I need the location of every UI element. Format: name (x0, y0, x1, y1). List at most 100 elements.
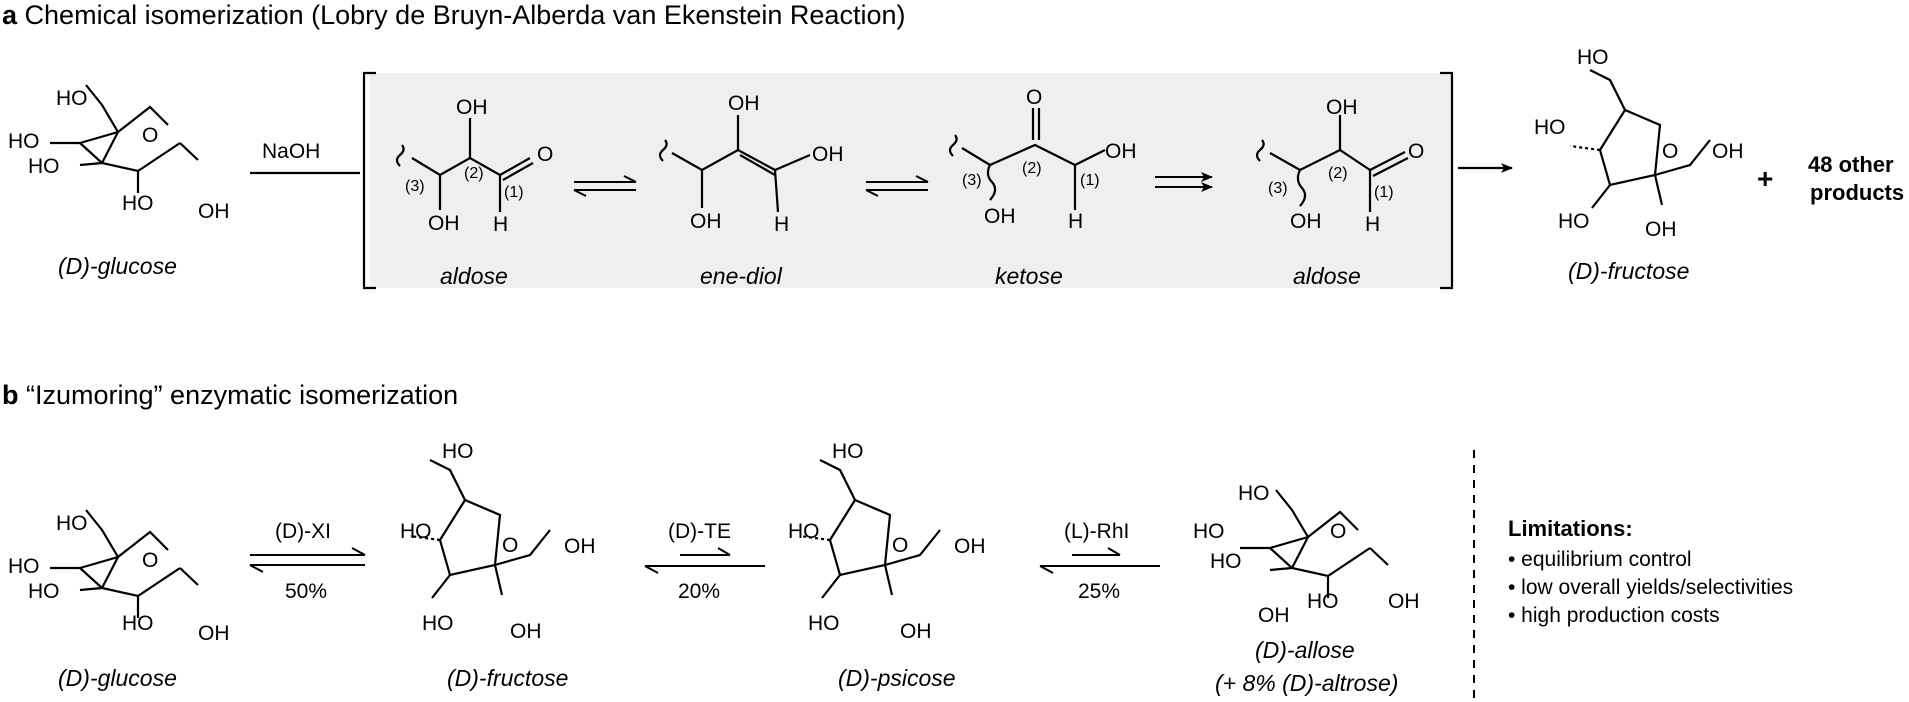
atom-label: O (502, 534, 519, 557)
ketose-label: ketose (995, 263, 1063, 289)
atom-label: OH (1388, 590, 1420, 613)
equilibrium-arrow-xi (249, 547, 366, 573)
plus-sign: + (1757, 163, 1774, 194)
reagent-naoh: NaOH (262, 140, 321, 163)
atom-label: OH (1290, 210, 1322, 233)
atom-label: OH (428, 212, 460, 235)
ketose-structure (948, 108, 1106, 210)
panel-b-header: b “Izumoring” enzymatic isomerization (2, 380, 458, 411)
allose-name: (D)-allose (1255, 637, 1355, 663)
intermediate-box (370, 73, 1452, 288)
enzyme-rhi: (L)-RhI (1064, 520, 1130, 543)
other-products-line1: 48 other (1808, 152, 1894, 177)
atom-label: HO (1238, 482, 1270, 505)
atom-label: HO (1534, 116, 1566, 139)
limitation-item: • equilibrium control (1508, 548, 1692, 571)
atom-label: HO (56, 87, 88, 110)
equilibrium-arrow-rhi (1039, 547, 1160, 574)
atom-label: HO (1558, 210, 1590, 233)
glucose-name-b: (D)-glucose (58, 665, 177, 691)
atom-label: O (1330, 520, 1347, 543)
altrose-note: (+ 8% (D)-altrose) (1215, 670, 1399, 696)
position-3: (3) (405, 178, 425, 195)
atom-label: HO (788, 520, 820, 543)
atom-label: OH (984, 205, 1016, 228)
position-1: (1) (1080, 172, 1100, 189)
atom-label: HO (832, 440, 864, 463)
aldose-structure-2 (1255, 115, 1409, 212)
atom-label: HO (1577, 46, 1609, 69)
limitation-item: • low overall yields/selectivities (1508, 576, 1794, 599)
atom-label: HO (422, 612, 454, 635)
atom-label: O (142, 549, 159, 572)
fructose-name-b: (D)-fructose (447, 665, 569, 691)
psicose-structure (798, 458, 942, 600)
atom-label: OH (1712, 140, 1744, 163)
atom-label: OH (900, 620, 932, 643)
right-bracket (1440, 71, 1454, 290)
fructose-name-a: (D)-fructose (1568, 258, 1690, 284)
atom-label: OH (1258, 604, 1290, 627)
atom-label: H (774, 213, 790, 236)
position-2: (2) (1328, 165, 1348, 182)
yield-rhi: 25% (1078, 580, 1121, 603)
limitation-item: • high production costs (1508, 604, 1720, 627)
atom-label: HO (8, 555, 40, 578)
atom-label: OH (564, 535, 596, 558)
panel-b-letter: b (2, 380, 19, 410)
atom-label: H (1068, 210, 1084, 233)
equilibrium-arrow-1 (573, 175, 637, 197)
atom-label: HO (400, 520, 432, 543)
aldose-structure-1 (395, 118, 534, 212)
atom-label: OH (198, 622, 230, 645)
enzyme-te: (D)-TE (668, 520, 731, 543)
yield-te: 20% (678, 580, 721, 603)
atom-label: OH (1326, 96, 1358, 119)
left-bracket (362, 71, 376, 290)
panel-a-header: a Chemical isomerization (Lobry de Bruyn… (2, 0, 905, 31)
panel-a-title: Chemical isomerization (Lobry de Bruyn-A… (24, 0, 906, 30)
atom-label: HO (1210, 550, 1242, 573)
atom-label: HO (122, 612, 154, 635)
atom-label: HO (56, 512, 88, 535)
atom-label: HO (442, 440, 474, 463)
glucose-name-a: (D)-glucose (58, 253, 177, 279)
atom-label: O (892, 534, 909, 557)
atom-label: HO (1193, 520, 1225, 543)
atom-label: OH (812, 143, 844, 166)
position-1: (1) (1374, 184, 1394, 201)
atom-label: OH (728, 92, 760, 115)
atom-label: HO (808, 612, 840, 635)
atom-label: HO (28, 580, 60, 603)
atom-label: OH (1105, 140, 1137, 163)
atom-label: OH (1645, 218, 1677, 241)
position-2: (2) (464, 165, 484, 182)
aldose-label-1: aldose (440, 263, 508, 289)
enediol-structure (658, 115, 811, 213)
atom-label: HO (8, 130, 40, 153)
atom-label: OH (456, 96, 488, 119)
atom-label: H (1365, 213, 1381, 236)
limitations-title: Limitations: (1508, 516, 1633, 541)
panel-a-letter: a (2, 0, 18, 30)
psicose-name: (D)-psicose (838, 665, 956, 691)
atom-label: O (1408, 140, 1425, 163)
atom-label: H (493, 213, 509, 236)
forward-arrows (1155, 172, 1213, 192)
atom-label: O (1026, 86, 1043, 109)
atom-label: HO (28, 155, 60, 178)
enzyme-xi: (D)-XI (275, 520, 331, 543)
atom-label: O (142, 124, 159, 147)
atom-label: O (537, 143, 554, 166)
allose-structure (1238, 488, 1390, 600)
other-products-line2: products (1810, 180, 1905, 205)
fructose-structure-a (1568, 68, 1712, 210)
position-3: (3) (1268, 180, 1288, 197)
atom-label: OH (690, 210, 722, 233)
position-1: (1) (504, 184, 524, 201)
equilibrium-arrow-te (644, 547, 765, 574)
atom-label: OH (198, 200, 230, 223)
enediol-label: ene-diol (700, 263, 782, 289)
atom-label: OH (954, 535, 986, 558)
